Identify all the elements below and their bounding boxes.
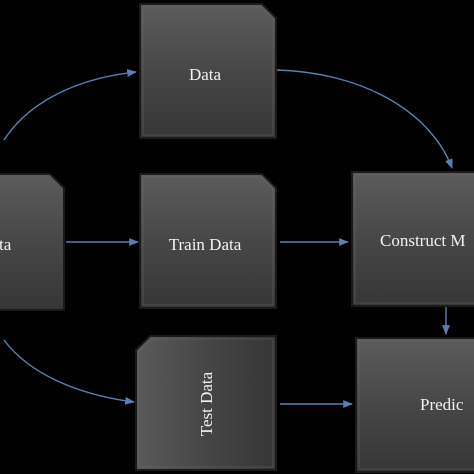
node-test-data: Test Data (135, 335, 277, 471)
node-test-data-label: Test Data (197, 371, 216, 436)
node-predict: Predic (355, 337, 474, 473)
node-train-data: Train Data (139, 173, 277, 309)
connector-data-left-to-test-data (3, 339, 135, 405)
connector-data-top-to-construct-model (275, 69, 453, 169)
node-data-top: Data (139, 3, 277, 139)
node-data-top-label: Data (189, 65, 222, 84)
connector-data-left-to-data-top (3, 69, 137, 141)
node-construct-model-label: Construct M (380, 231, 465, 250)
node-predict-label: Predic (420, 395, 464, 414)
node-data-left: ta (0, 173, 65, 311)
node-construct-model: Construct M (351, 171, 474, 307)
node-data-left-label: ta (0, 235, 12, 254)
node-train-data-label: Train Data (169, 235, 242, 254)
